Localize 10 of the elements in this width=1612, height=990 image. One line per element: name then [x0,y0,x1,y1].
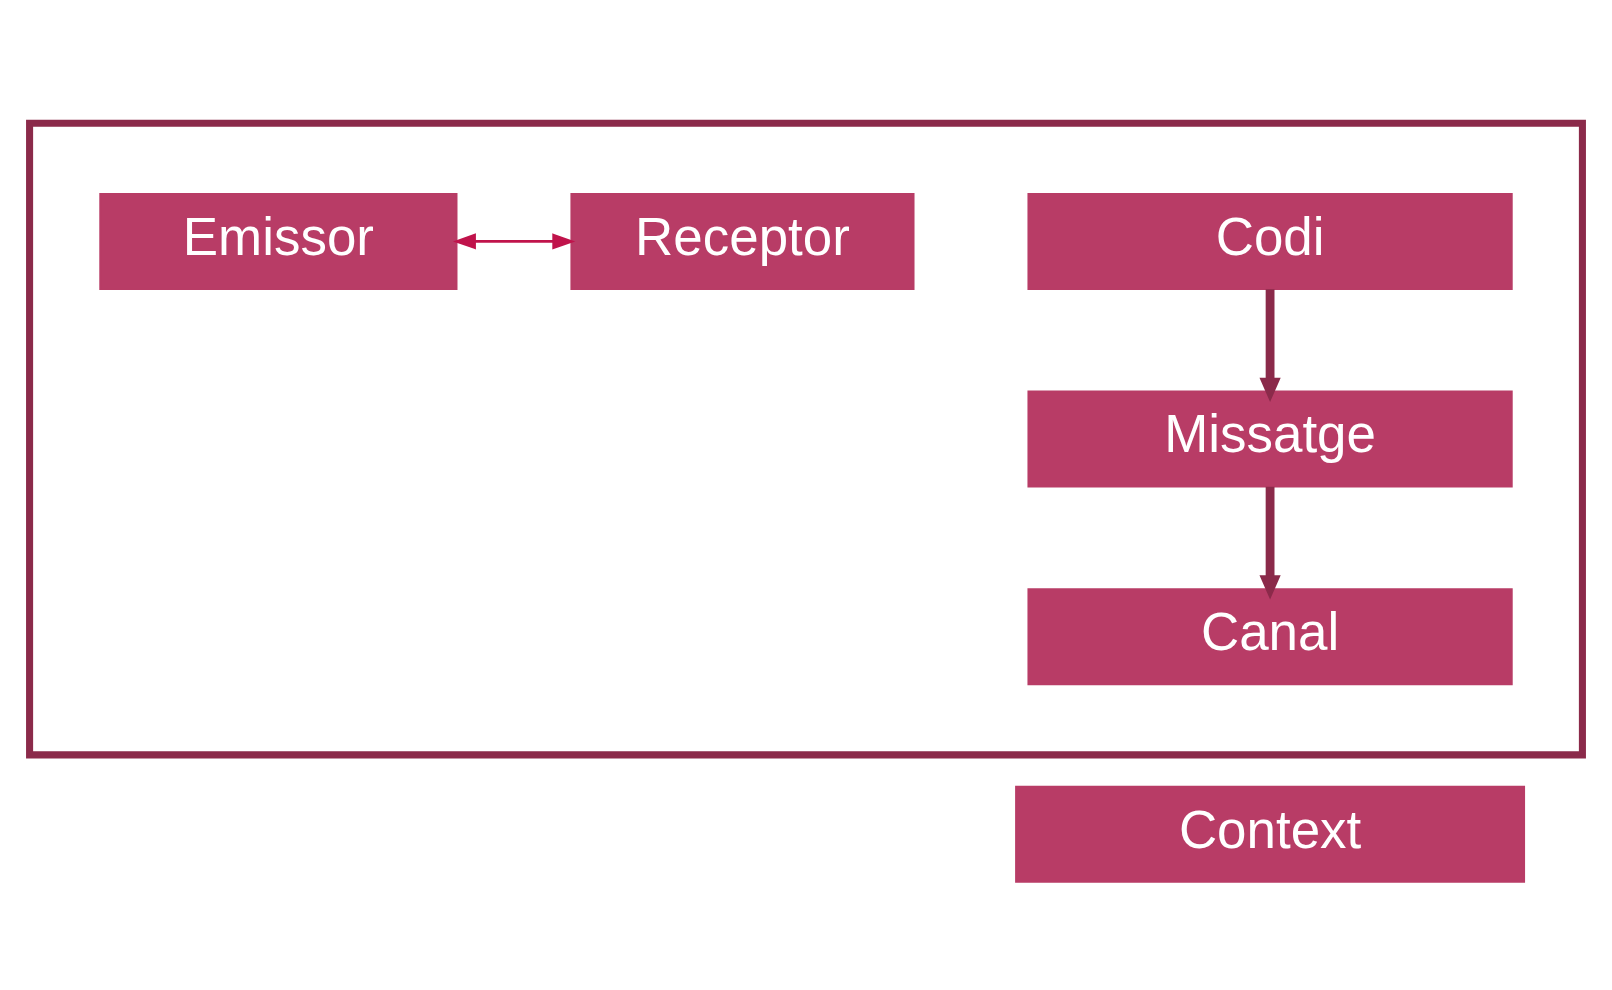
node-box: Codi [1027,192,1513,290]
node-box: Missatge [1027,390,1513,488]
arrow [452,232,576,249]
arrow [1259,288,1281,402]
node-box: Context [1015,785,1526,883]
cluster [26,119,1586,758]
arrow [1259,486,1281,600]
node-box: Canal [1027,587,1513,685]
node-box: Emissor [99,192,458,290]
node-box: Receptor [570,192,915,290]
